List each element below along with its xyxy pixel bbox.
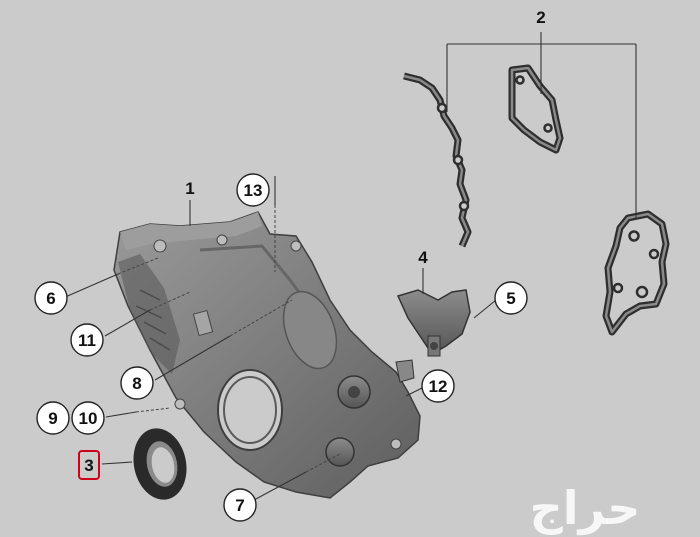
watermark-logo: حراج: [530, 481, 641, 535]
callout-9: 9: [36, 401, 70, 435]
callout-5: 5: [494, 281, 528, 315]
callout-label-5: 5: [506, 289, 515, 308]
gasket-square: [508, 64, 564, 154]
leader-lines: [62, 32, 637, 501]
front-timing-cover: [113, 211, 421, 499]
callout-label-13: 13: [244, 181, 263, 200]
radial-shaft-seal: [133, 428, 187, 500]
callout-label-11: 11: [78, 331, 96, 350]
callout-label-8: 8: [132, 374, 141, 393]
gasket-long: [403, 72, 472, 248]
bracket: [395, 289, 471, 383]
callout-label-3: 3: [84, 456, 93, 475]
callout-12: 12: [421, 369, 455, 403]
callout-label-2: 2: [536, 8, 545, 27]
callout-label-10: 10: [79, 409, 98, 428]
callout-10: 10: [71, 401, 105, 435]
gasket-large: [602, 210, 670, 336]
callout-3: 3: [78, 450, 100, 480]
callout-label-9: 9: [48, 409, 57, 428]
callout-8: 8: [120, 366, 154, 400]
callout-13: 13: [236, 173, 270, 207]
callout-label-6: 6: [46, 289, 55, 308]
callout-4: 4: [418, 248, 428, 267]
callout-label-7: 7: [235, 496, 244, 515]
callout-1: 1: [185, 179, 194, 198]
callout-label-4: 4: [418, 248, 428, 267]
callout-7: 7: [223, 488, 257, 522]
callout-6: 6: [34, 281, 68, 315]
callout-label-1: 1: [185, 179, 194, 198]
callout-11: 11: [70, 323, 104, 357]
callout-3-highlight: [78, 450, 100, 480]
callout-2: 2: [536, 8, 545, 27]
callout-label-12: 12: [429, 377, 448, 396]
